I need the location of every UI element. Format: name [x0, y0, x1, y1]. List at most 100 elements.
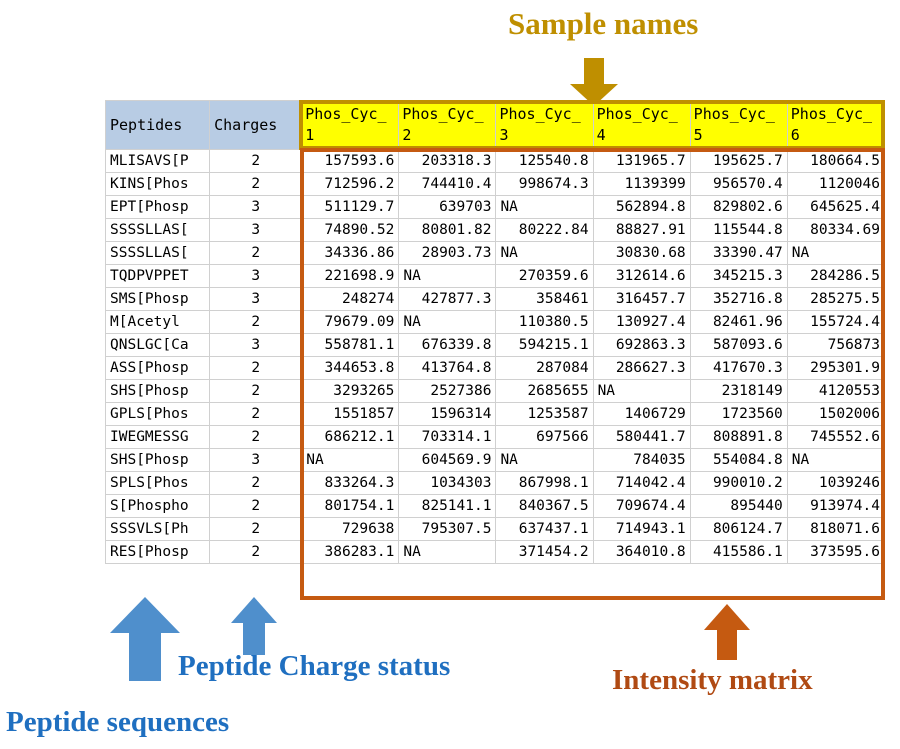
cell-intensity[interactable]: 1502006 — [786, 402, 886, 426]
cell-intensity[interactable]: 1039246 — [786, 471, 886, 495]
cell-intensity[interactable]: 1139399 — [592, 172, 691, 196]
cell-intensity[interactable]: 580441.7 — [592, 425, 691, 449]
cell-peptide[interactable]: QNSLGC[Ca — [104, 333, 211, 357]
cell-peptide[interactable]: GPLS[Phos — [104, 402, 211, 426]
cell-intensity[interactable]: 801754.1 — [301, 494, 400, 518]
cell-peptide[interactable]: M[Acetyl — [104, 310, 211, 334]
cell-peptide[interactable]: SSSSLLAS[ — [104, 241, 211, 265]
cell-charge[interactable]: 2 — [209, 471, 303, 495]
cell-peptide[interactable]: S[Phospho — [104, 494, 211, 518]
cell-charge[interactable]: 2 — [209, 310, 303, 334]
cell-intensity[interactable]: 895440 — [689, 494, 788, 518]
cell-charge[interactable]: 2 — [209, 379, 303, 403]
cell-intensity[interactable]: 88827.91 — [592, 218, 691, 242]
cell-intensity[interactable]: 358461 — [495, 287, 594, 311]
spreadsheet-table-container[interactable]: Peptides Charges Phos_Cyc_1 Phos_Cyc_2 P… — [104, 100, 886, 564]
cell-intensity[interactable]: 284286.5 — [786, 264, 886, 288]
cell-intensity[interactable]: NA — [398, 310, 497, 334]
cell-peptide[interactable]: SHS[Phosp — [104, 448, 211, 472]
cell-intensity[interactable]: 729638 — [301, 517, 400, 541]
cell-intensity[interactable]: 30830.68 — [592, 241, 691, 265]
cell-intensity[interactable]: 80334.69 — [786, 218, 886, 242]
cell-intensity[interactable]: 34336.86 — [301, 241, 400, 265]
column-header-peptides[interactable]: Peptides — [104, 100, 211, 150]
cell-intensity[interactable]: 80801.82 — [398, 218, 497, 242]
cell-peptide[interactable]: SPLS[Phos — [104, 471, 211, 495]
cell-intensity[interactable]: 1596314 — [398, 402, 497, 426]
cell-intensity[interactable]: 808891.8 — [689, 425, 788, 449]
cell-intensity[interactable]: 352716.8 — [689, 287, 788, 311]
cell-intensity[interactable]: 604569.9 — [398, 448, 497, 472]
cell-intensity[interactable]: NA — [495, 241, 594, 265]
cell-intensity[interactable]: 2318149 — [689, 379, 788, 403]
cell-charge[interactable]: 3 — [209, 264, 303, 288]
cell-intensity[interactable]: 74890.52 — [301, 218, 400, 242]
cell-charge[interactable]: 2 — [209, 540, 303, 564]
cell-charge[interactable]: 3 — [209, 287, 303, 311]
cell-intensity[interactable]: 316457.7 — [592, 287, 691, 311]
cell-intensity[interactable]: 511129.7 — [301, 195, 400, 219]
cell-intensity[interactable]: 1253587 — [495, 402, 594, 426]
cell-intensity[interactable]: 806124.7 — [689, 517, 788, 541]
cell-intensity[interactable]: 645625.4 — [786, 195, 886, 219]
cell-intensity[interactable]: 82461.96 — [689, 310, 788, 334]
column-header-sample-6[interactable]: Phos_Cyc_6 — [786, 100, 886, 150]
cell-intensity[interactable]: 558781.1 — [301, 333, 400, 357]
cell-intensity[interactable]: 990010.2 — [689, 471, 788, 495]
cell-intensity[interactable]: 1551857 — [301, 402, 400, 426]
cell-intensity[interactable]: 686212.1 — [301, 425, 400, 449]
cell-intensity[interactable]: 639703 — [398, 195, 497, 219]
cell-intensity[interactable]: 427877.3 — [398, 287, 497, 311]
cell-peptide[interactable]: IWEGMESSG — [104, 425, 211, 449]
cell-intensity[interactable]: 1034303 — [398, 471, 497, 495]
cell-intensity[interactable]: 587093.6 — [689, 333, 788, 357]
cell-charge[interactable]: 2 — [209, 356, 303, 380]
cell-intensity[interactable]: 795307.5 — [398, 517, 497, 541]
cell-peptide[interactable]: RES[Phosp — [104, 540, 211, 564]
cell-intensity[interactable]: 157593.6 — [301, 149, 400, 173]
cell-intensity[interactable]: NA — [786, 241, 886, 265]
cell-intensity[interactable]: 80222.84 — [495, 218, 594, 242]
cell-intensity[interactable]: 784035 — [592, 448, 691, 472]
cell-intensity[interactable]: 676339.8 — [398, 333, 497, 357]
cell-intensity[interactable]: NA — [398, 540, 497, 564]
cell-peptide[interactable]: KINS[Phos — [104, 172, 211, 196]
cell-intensity[interactable]: 287084 — [495, 356, 594, 380]
cell-intensity[interactable]: 131965.7 — [592, 149, 691, 173]
column-header-sample-2[interactable]: Phos_Cyc_2 — [398, 100, 497, 150]
cell-intensity[interactable]: 562894.8 — [592, 195, 691, 219]
cell-intensity[interactable]: 692863.3 — [592, 333, 691, 357]
cell-intensity[interactable]: NA — [495, 448, 594, 472]
cell-peptide[interactable]: TQDPVPPET — [104, 264, 211, 288]
cell-intensity[interactable]: 956570.4 — [689, 172, 788, 196]
column-header-sample-5[interactable]: Phos_Cyc_5 — [689, 100, 788, 150]
cell-charge[interactable]: 2 — [209, 241, 303, 265]
cell-intensity[interactable]: 697566 — [495, 425, 594, 449]
cell-intensity[interactable]: NA — [301, 448, 400, 472]
cell-intensity[interactable]: 286627.3 — [592, 356, 691, 380]
cell-intensity[interactable]: 415586.1 — [689, 540, 788, 564]
cell-intensity[interactable]: 203318.3 — [398, 149, 497, 173]
cell-intensity[interactable]: 155724.4 — [786, 310, 886, 334]
cell-intensity[interactable]: 312614.6 — [592, 264, 691, 288]
cell-intensity[interactable]: 2527386 — [398, 379, 497, 403]
cell-charge[interactable]: 3 — [209, 333, 303, 357]
cell-intensity[interactable]: 1120046 — [786, 172, 886, 196]
cell-intensity[interactable]: 703314.1 — [398, 425, 497, 449]
cell-intensity[interactable]: 413764.8 — [398, 356, 497, 380]
cell-intensity[interactable]: 79679.09 — [301, 310, 400, 334]
cell-intensity[interactable]: 125540.8 — [495, 149, 594, 173]
cell-intensity[interactable]: 33390.47 — [689, 241, 788, 265]
cell-intensity[interactable]: 825141.1 — [398, 494, 497, 518]
column-header-charges[interactable]: Charges — [209, 100, 303, 150]
cell-intensity[interactable]: 386283.1 — [301, 540, 400, 564]
column-header-sample-1[interactable]: Phos_Cyc_1 — [301, 100, 400, 150]
cell-intensity[interactable]: 829802.6 — [689, 195, 788, 219]
cell-charge[interactable]: 3 — [209, 448, 303, 472]
cell-intensity[interactable]: 130927.4 — [592, 310, 691, 334]
cell-peptide[interactable]: SSSSLLAS[ — [104, 218, 211, 242]
cell-intensity[interactable]: 756873 — [786, 333, 886, 357]
cell-charge[interactable]: 2 — [209, 149, 303, 173]
column-header-sample-3[interactable]: Phos_Cyc_3 — [495, 100, 594, 150]
cell-intensity[interactable]: 115544.8 — [689, 218, 788, 242]
